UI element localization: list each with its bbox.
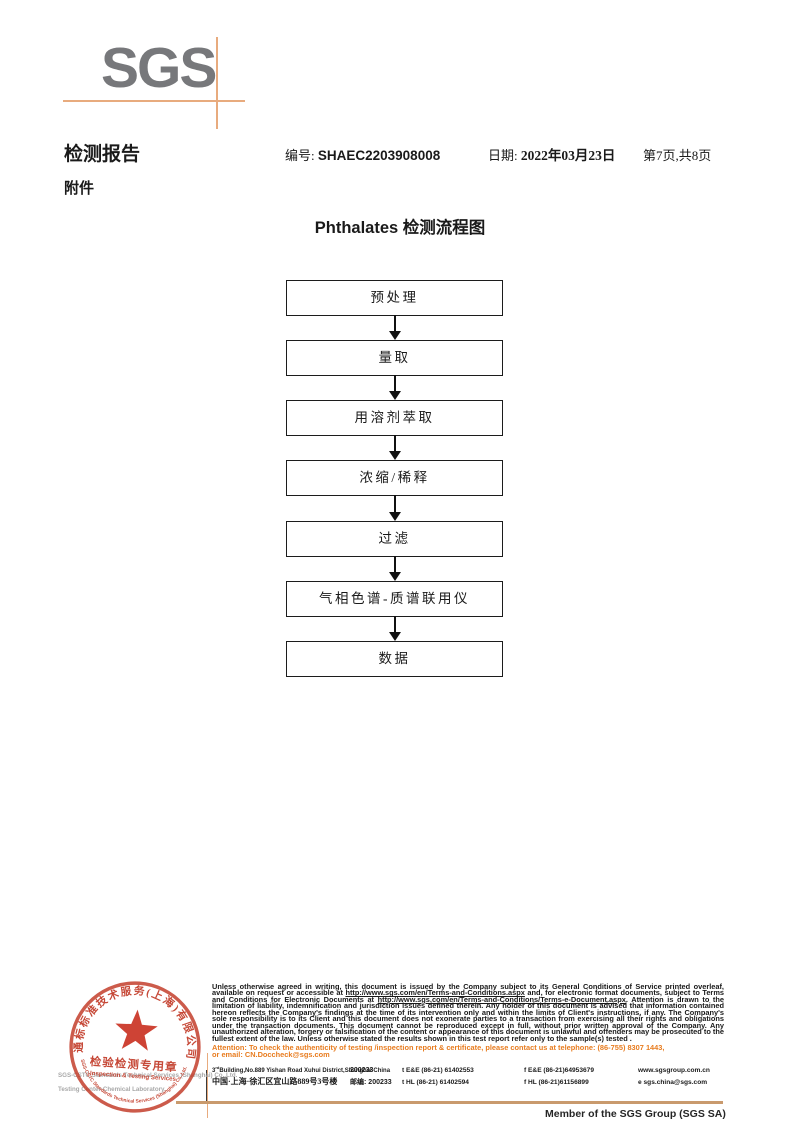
address-row-cn: 中国·上海·徐汇区宜山路889号3号楼 邮编: 200233 t HL (86-… (212, 1075, 724, 1089)
disclaimer-part1: Unless otherwise agreed in writing, this… (212, 982, 724, 998)
arrow-head-icon (389, 512, 401, 521)
report-date-value: 2022年03月23日 (520, 148, 616, 163)
attention-line1: Attention: To check the authenticity of … (212, 1043, 665, 1053)
terms-link[interactable]: http://www.sgs.com/en/Terms-and-Conditio… (345, 988, 525, 998)
lab-company-line1: SGS-CSTC Standards Technical Services (S… (58, 1072, 238, 1079)
report-number-value: SHAEC2203908008 (317, 148, 441, 163)
sgs-logo: SGS (101, 36, 217, 100)
seal-ring (69, 981, 201, 1113)
seal-star-icon (115, 1009, 158, 1051)
flow-arrow-down (388, 556, 402, 581)
flowchart-step-gcms: 气相色谱-质谱联用仪 (286, 581, 503, 617)
inspection-testing-seal: 通标标准技术服务(上海)有限公司 检验检测专用章 Inspection & Te… (69, 980, 201, 1113)
address-cn: 中国·上海·徐汇区宜山路889号3号楼 (212, 1077, 338, 1087)
flowchart-step-data: 数据 (286, 641, 503, 677)
attention-notice: Attention: To check the authenticity of … (212, 1044, 724, 1058)
flow-arrow-down (388, 375, 402, 400)
fax-hl: f HL (86-21)61156899 (524, 1079, 589, 1087)
report-date: 日期: 2022年03月23日 (488, 148, 615, 164)
arrow-head-icon (389, 331, 401, 340)
arrow-head-icon (389, 391, 401, 400)
disclaimer-paragraph: Unless otherwise agreed in writing, this… (212, 982, 724, 1043)
flowchart-step-measure: 量取 (286, 340, 503, 376)
report-date-label: 日期: (488, 148, 518, 163)
address-en: 3rdBuilding,No.889 Yishan Road Xuhui Dis… (212, 1065, 391, 1075)
flowchart-title: Phthalates 检测流程图 (314, 219, 486, 237)
fax-ee: f E&E (86-21)64953679 (524, 1067, 595, 1075)
footer-legal-block: Unless otherwise agreed in writing, this… (212, 982, 724, 1089)
disclaimer-part3: . Attention is drawn to the limitation o… (212, 994, 724, 1043)
flowchart-step-concentrate-dilute: 浓缩/稀释 (286, 460, 503, 496)
lab-company-name: SGS-CSTC Standards Technical Services (S… (58, 1069, 237, 1097)
disclaimer-part2: and, for electronic format documents, su… (212, 988, 724, 1004)
logo-crosshair-vertical-line (216, 37, 218, 129)
lab-company-line2: Testing Center-Chemical Laboratory. (58, 1086, 166, 1093)
sgs-group-member-text: Member of the SGS Group (SGS SA) (545, 1108, 726, 1120)
flowchart-step-filter: 过滤 (286, 521, 503, 557)
attachment-label: 附件 (64, 181, 95, 197)
terms-e-document-link[interactable]: http://www.sgs.com/en/Terms-and-Conditio… (377, 994, 626, 1004)
arrow-head-icon (389, 632, 401, 641)
report-number-label: 编号: (285, 148, 315, 163)
flowchart-step-solvent-extraction: 用溶剂萃取 (286, 400, 503, 436)
postcode-cn: 邮编: 200233 (350, 1079, 392, 1087)
postcode-en: 200233 (350, 1067, 374, 1075)
email-address[interactable]: e sgs.china@sgs.com (638, 1079, 708, 1087)
report-title: 检测报告 (64, 144, 141, 165)
attention-line2-email[interactable]: or email: CN.Doccheck@sgs.com (212, 1050, 330, 1060)
address-block: 3rdBuilding,No.889 Yishan Road Xuhui Dis… (212, 1061, 724, 1089)
flow-arrow-down (388, 435, 402, 460)
flowchart-step-pretreatment: 预处理 (286, 280, 503, 316)
flow-arrow-down (388, 616, 402, 641)
tel-ee: t E&E (86-21) 61402553 (402, 1067, 474, 1075)
footer-crosshair-vertical-line (207, 1053, 208, 1118)
arrow-head-icon (389, 451, 401, 460)
address-row-en: 3rdBuilding,No.889 Yishan Road Xuhui Dis… (212, 1061, 724, 1075)
footer-divider-line (176, 1101, 723, 1104)
website-url[interactable]: www.sgsgroup.com.cn (638, 1067, 710, 1075)
arrow-head-icon (389, 572, 401, 581)
page-indicator: 第7页,共8页 (643, 148, 712, 163)
flow-arrow-down (388, 315, 402, 340)
tel-hl: t HL (86-21) 61402594 (402, 1079, 469, 1087)
report-number: 编号: SHAEC2203908008 (285, 148, 440, 164)
flow-arrow-down (388, 495, 402, 521)
logo-crosshair-horizontal-line (63, 100, 245, 102)
